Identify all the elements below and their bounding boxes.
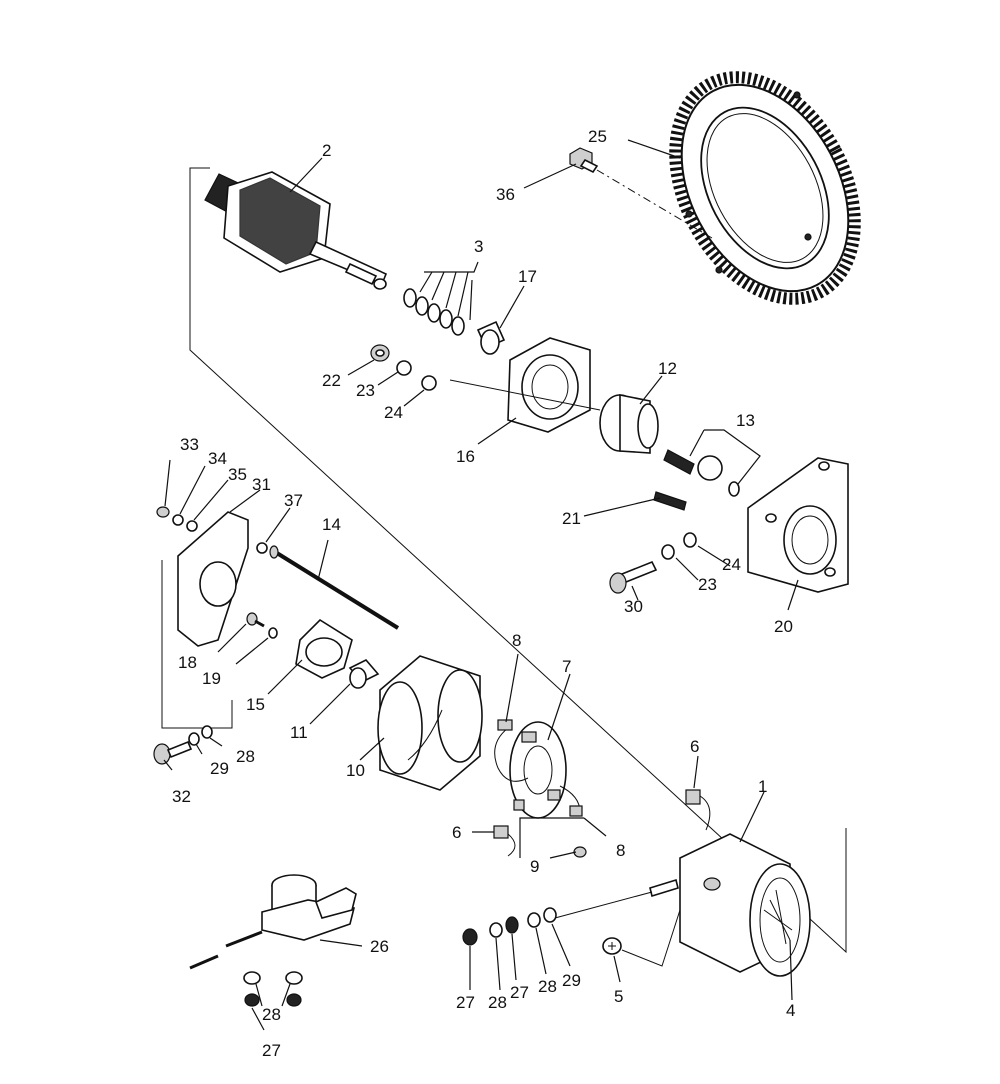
- ring-gear-hole: [715, 266, 723, 274]
- label-28-c: 28: [538, 977, 557, 996]
- label-11: 11: [290, 723, 308, 742]
- label-8-a: 8: [512, 631, 521, 650]
- label-23: 23: [356, 381, 375, 400]
- label-10: 10: [346, 761, 365, 780]
- label-15: 15: [246, 695, 265, 714]
- screw-set: [246, 612, 278, 639]
- label-4: 4: [786, 1001, 795, 1020]
- label-27-c: 27: [262, 1041, 281, 1060]
- motor-frame: [377, 655, 483, 791]
- label-30: 30: [624, 597, 643, 616]
- plate-bolt-set: [153, 725, 213, 765]
- nut-washer-stack: [370, 344, 437, 391]
- label-16: 16: [456, 447, 475, 466]
- brush: [569, 805, 583, 817]
- drive-end-housing: [449, 337, 601, 433]
- label-14: 14: [322, 515, 341, 534]
- brush-lead: [493, 789, 711, 858]
- label-24-b: 24: [722, 555, 741, 574]
- label-22: 22: [322, 371, 341, 390]
- label-3: 3: [474, 237, 483, 256]
- label-17: 17: [518, 267, 537, 286]
- label-37: 37: [284, 491, 303, 510]
- label-9: 9: [530, 857, 539, 876]
- label-29-b: 29: [562, 971, 581, 990]
- label-27-b: 27: [510, 983, 529, 1002]
- terminal-nut-set: [462, 907, 557, 946]
- label-5: 5: [614, 987, 623, 1006]
- label-28-a: 28: [236, 747, 255, 766]
- ring-gear: [669, 71, 861, 305]
- spring-and-collar: [663, 449, 740, 497]
- through-bolt: [269, 545, 400, 630]
- label-19: 19: [202, 669, 221, 688]
- commutator-end-cover: [295, 618, 380, 689]
- label-28-d: 28: [262, 1005, 281, 1024]
- mounting-bracket: [747, 457, 849, 593]
- yoke-screw: [602, 909, 681, 967]
- label-27-a: 27: [456, 993, 475, 1012]
- label-18: 18: [178, 653, 197, 672]
- label-13: 13: [736, 411, 755, 430]
- label-32: 32: [172, 787, 191, 806]
- leader-lines: [163, 139, 799, 1031]
- end-plate: [156, 506, 268, 647]
- brush-holder: [494, 719, 583, 819]
- label-31: 31: [252, 475, 271, 494]
- shim-washers: [403, 288, 465, 336]
- label-24: 24: [384, 403, 403, 422]
- motor-yoke: [554, 833, 811, 977]
- label-26: 26: [370, 937, 389, 956]
- label-20: 20: [774, 617, 793, 636]
- label-2: 2: [322, 141, 331, 160]
- label-12: 12: [658, 359, 677, 378]
- ring-gear-bolt: [569, 147, 713, 239]
- bushing: [476, 320, 506, 355]
- label-21: 21: [562, 509, 581, 528]
- brush: [497, 719, 513, 731]
- ring-gear-hole: [793, 91, 801, 99]
- bracket-bolt-set: [609, 532, 697, 594]
- label-8-b: 8: [616, 841, 625, 860]
- label-29-a: 29: [210, 759, 229, 778]
- assembly-outline: [161, 167, 847, 954]
- label-35: 35: [228, 465, 247, 484]
- label-36: 36: [496, 185, 515, 204]
- solenoid: [189, 874, 357, 1007]
- label-28-b: 28: [488, 993, 507, 1012]
- stud: [653, 491, 687, 511]
- ring-gear-hole: [804, 233, 812, 241]
- pinion-gear: [599, 394, 659, 454]
- label-6-a: 6: [690, 737, 699, 756]
- label-34: 34: [208, 449, 227, 468]
- label-7: 7: [562, 657, 571, 676]
- label-33: 33: [180, 435, 199, 454]
- armature: [204, 171, 388, 290]
- part-labels: 2 3 17 22 23 24 16 25 36 12 13 21 24 23 …: [172, 127, 795, 1060]
- label-23-b: 23: [698, 575, 717, 594]
- ring-gear-hole: [685, 210, 693, 218]
- label-6-b: 6: [452, 823, 461, 842]
- label-25: 25: [588, 127, 607, 146]
- label-1: 1: [758, 777, 767, 796]
